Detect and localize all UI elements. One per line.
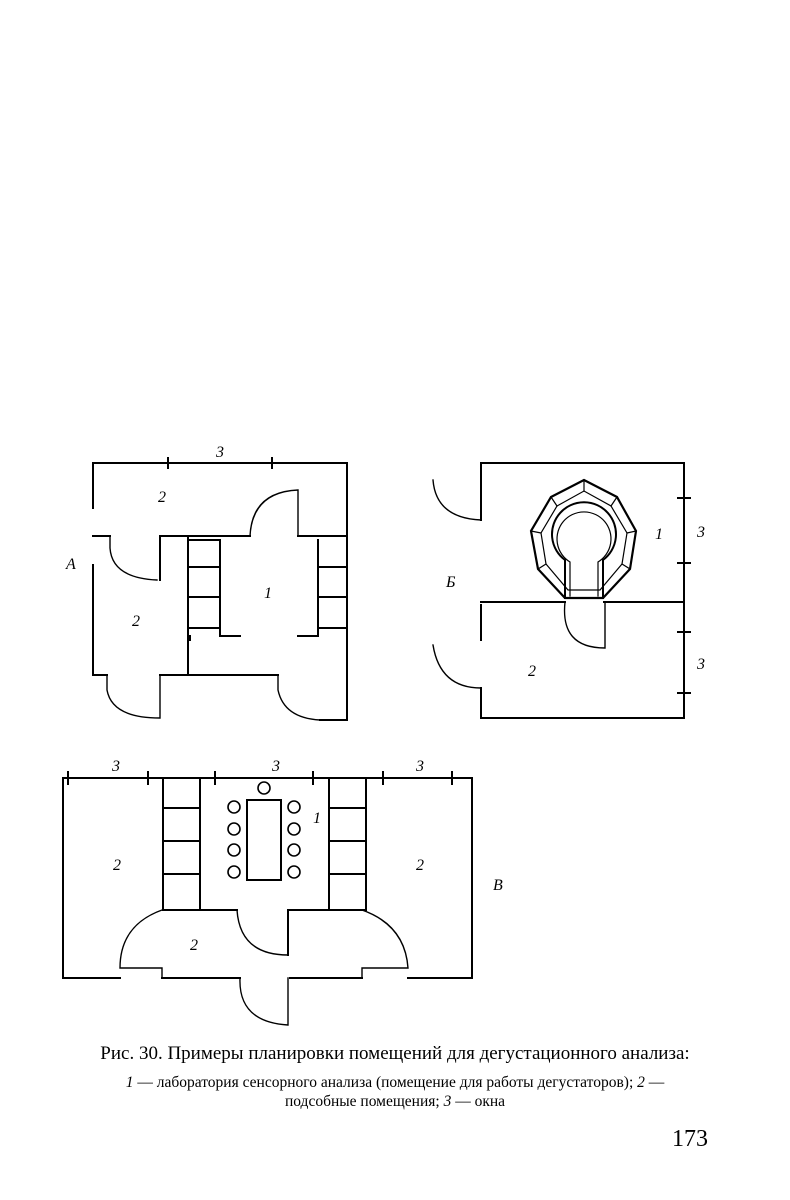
label-room2-v-left: 2 [113,857,121,874]
label-room1-a: 1 [264,585,272,602]
legend-num-2: 2 [637,1074,645,1091]
label-window-v-left: 3 [111,758,120,775]
label-room2-a-top: 2 [158,489,166,506]
plan-b [481,463,690,718]
legend-text-2a: — [645,1074,664,1091]
label-plan-b: Б [445,574,456,591]
plan-a [93,458,347,720]
figure-caption-title: Рис. 30. Примеры планировки помещений дл… [40,1043,750,1065]
label-window-v-mid: 3 [271,758,280,775]
plan-v [63,772,472,978]
label-room1-v: 1 [313,810,321,827]
legend-text-3: — окна [451,1093,505,1110]
page-number: 173 [672,1126,708,1153]
label-window-b-bottom: 3 [696,656,705,673]
figure-caption-legend: 1 — лаборатория сенсорного анализа (поме… [40,1073,750,1111]
label-plan-v: В [493,877,503,894]
label-window-v-right: 3 [415,758,424,775]
label-room2-a-left: 2 [132,613,140,630]
label-room2-v-bottom: 2 [190,937,198,954]
legend-text-2b: подсобные помещения; [285,1093,444,1110]
label-room2-b: 2 [528,663,536,680]
label-plan-a: А [65,556,76,573]
label-room2-v-right: 2 [416,857,424,874]
label-window-a: 3 [215,444,224,461]
legend-text-1: — лаборатория сенсорного анализа (помеще… [133,1074,637,1091]
label-window-b-top: 3 [696,524,705,541]
label-room1-b: 1 [655,526,663,543]
